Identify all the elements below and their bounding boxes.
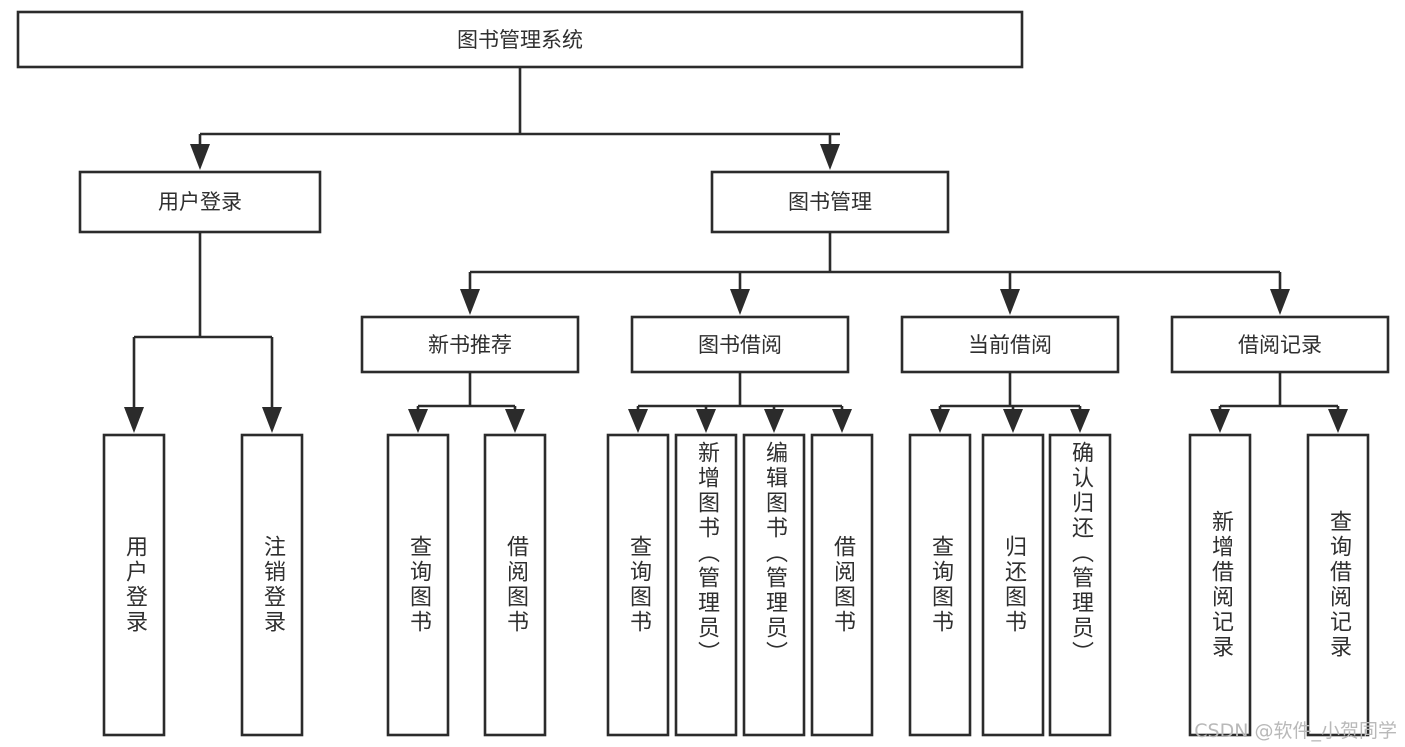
node-leaf-add-borrow-record-box[interactable] (1188, 433, 1252, 737)
node-leaf-query-borrow-record-box[interactable] (1306, 433, 1370, 737)
arrow-to-leaf-logout-icon (262, 407, 282, 433)
connector-borrow-record-trunk (1218, 372, 1340, 418)
arrow-to-book-manage-icon (820, 144, 840, 170)
connector-root-trunk (198, 67, 840, 158)
arrow-to-leaf-borrow-book-bor-icon (832, 409, 852, 433)
node-leaf-user-login-box[interactable] (102, 433, 166, 737)
node-leaf-borrow-book-bor-box[interactable] (810, 433, 874, 737)
arrow-to-current-borrow-icon (1000, 289, 1020, 315)
arrow-to-user-login-icon (190, 144, 210, 170)
arrow-to-leaf-query-book-cur-icon (930, 409, 950, 433)
node-root-box[interactable] (16, 10, 1024, 69)
connector-user-login-trunk (132, 232, 274, 418)
node-user-login-box[interactable] (78, 170, 322, 234)
node-leaf-query-book-rec-box[interactable] (386, 433, 450, 737)
connector-layer (132, 67, 1340, 418)
node-leaf-confirm-return-box[interactable] (1048, 433, 1112, 737)
arrow-to-leaf-edit-book-admin-icon (764, 409, 784, 433)
connector-new-book-recommend-trunk (416, 372, 517, 418)
node-leaf-query-book-cur-box[interactable] (908, 433, 972, 737)
node-book-manage-label: 图书管理 (788, 190, 872, 214)
node-leaf-return-book-box[interactable] (981, 433, 1045, 737)
arrow-to-leaf-confirm-return-icon (1070, 409, 1090, 433)
connector-book-manage-trunk (468, 232, 1282, 298)
node-new-book-recommend-label: 新书推荐 (428, 333, 512, 357)
arrow-to-leaf-return-book-icon (1003, 409, 1023, 433)
arrow-to-leaf-query-book-rec-icon (408, 409, 428, 433)
arrow-to-leaf-user-login-icon (124, 407, 144, 433)
node-current-borrow-label: 当前借阅 (968, 333, 1052, 357)
arrow-to-leaf-add-borrow-record-icon (1210, 409, 1230, 433)
node-borrow-record-label: 借阅记录 (1238, 333, 1322, 357)
arrow-to-new-book-recommend-icon (460, 289, 480, 315)
arrow-to-leaf-borrow-book-rec-icon (505, 409, 525, 433)
arrowhead-layer (124, 144, 1348, 433)
node-leaf-borrow-book-rec-box[interactable] (483, 433, 547, 737)
node-leaf-add-book-admin-box[interactable] (674, 433, 738, 737)
node-book-borrow-box[interactable] (630, 315, 850, 374)
node-current-borrow-box[interactable] (900, 315, 1120, 374)
node-root-label: 图书管理系统 (457, 28, 583, 52)
node-book-manage-box[interactable] (710, 170, 950, 234)
node-leaf-edit-book-admin-box[interactable] (742, 433, 806, 737)
arrow-to-leaf-add-book-admin-icon (696, 409, 716, 433)
node-user-login-label: 用户登录 (158, 190, 242, 214)
node-leaf-query-book-bor-box[interactable] (606, 433, 670, 737)
arrow-to-leaf-query-borrow-record-icon (1328, 409, 1348, 433)
node-leaf-logout-box[interactable] (240, 433, 304, 737)
node-book-borrow-label: 图书借阅 (698, 333, 782, 357)
arrow-to-book-borrow-icon (730, 289, 750, 315)
arrow-to-leaf-query-book-bor-icon (628, 409, 648, 433)
arrow-to-borrow-record-icon (1270, 289, 1290, 315)
connector-book-borrow-trunk (636, 372, 844, 418)
node-new-book-recommend-box[interactable] (360, 315, 580, 374)
node-box-layer: 图书管理系统 用户登录 图书管理 新书推荐 图书借阅 当前借阅 借阅记录 (16, 10, 1390, 737)
node-borrow-record-box[interactable] (1170, 315, 1390, 374)
